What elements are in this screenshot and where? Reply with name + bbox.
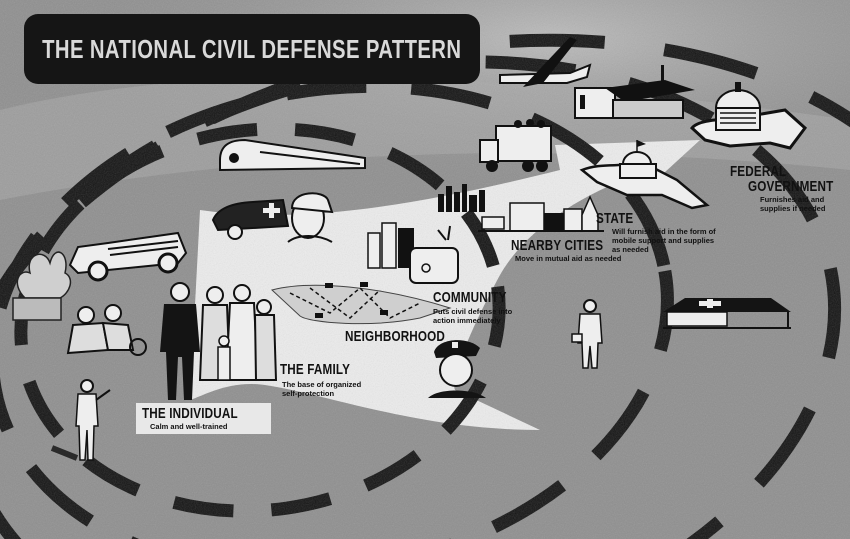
nearby-town-icon [478,195,604,232]
level-community: COMMUNITY Puts civil defense into action… [433,289,527,325]
level-description: Puts civil defense into [433,307,513,316]
level-name: FEDERAL [730,163,787,180]
level-description: mobile support and supplies [612,236,715,245]
level-description: The base of organized [282,380,362,389]
us-capitol-icon [689,82,808,150]
level-description: self-protection [282,389,335,398]
level-description: Furnishes aid and [760,195,825,204]
fire-truck-icon [68,231,188,282]
city-skyline-icon [438,184,485,212]
nurse-icon [287,192,334,243]
level-federal-government-cont: GOVERNMENT Furnishes aid and supplies if… [748,178,850,213]
level-nearby-cities: NEARBY CITIES Move in mutual aid as need… [511,237,629,263]
family-group-icon [198,284,278,381]
level-individual: THE INDIVIDUAL Calm and well-trained [136,403,271,434]
community-control-center-icon [367,222,459,284]
level-federal-government: FEDERAL [730,163,802,180]
civilian-warden-icon [50,379,111,461]
level-name: NEARBY CITIES [511,237,604,254]
level-name: THE INDIVIDUAL [142,405,238,422]
level-description: supplies if needed [760,204,826,213]
truck-with-workers-icon [479,119,552,172]
ambulance-icon [211,198,290,240]
title-banner: THE NATIONAL CIVIL DEFENSE PATTERN [24,14,480,84]
factory-icon [574,65,695,119]
level-description: action immediately [433,316,501,325]
burning-building-icon [12,251,72,321]
worker-with-kit-icon [571,299,603,369]
state-capitol-icon [579,140,710,210]
level-neighborhood: NEIGHBORHOOD [345,328,473,345]
level-name: GOVERNMENT [748,178,834,195]
level-description: Will furnish aid in the form of [612,227,716,236]
level-description: Move in mutual aid as needed [515,254,622,263]
neighborhood-map-icon [270,282,452,325]
level-family: THE FAMILY The base of organized self-pr… [280,361,370,398]
man-in-suit-icon [160,282,200,400]
level-name: NEIGHBORHOOD [345,328,446,345]
firemen-icon [66,304,147,356]
first-aid-station-icon [663,298,791,329]
level-name: THE FAMILY [280,361,351,378]
airplane-icon [499,37,592,87]
level-description: Calm and well-trained [150,422,228,431]
police-officer-icon [428,340,486,398]
train-icon [219,138,366,172]
page-title: THE NATIONAL CIVIL DEFENSE PATTERN [42,33,462,64]
level-name: COMMUNITY [433,289,507,306]
level-name: STATE [596,210,634,227]
level-description: as needed [612,245,649,254]
level-state: STATE Will furnish aid in the form of mo… [596,210,716,254]
